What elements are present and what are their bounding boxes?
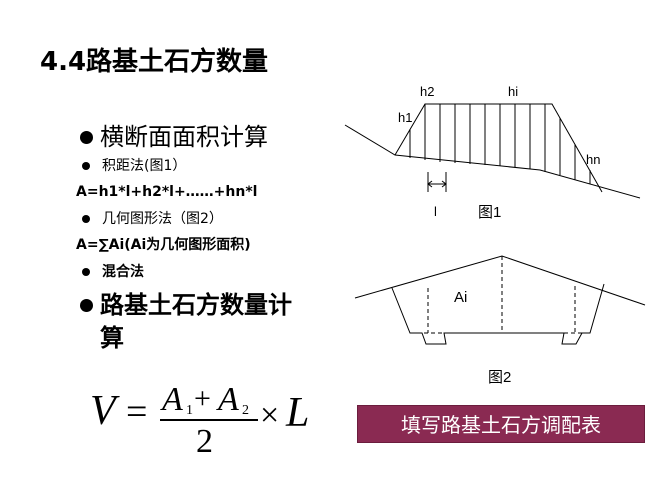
formula-denominator: 2 (196, 423, 213, 460)
bullet-integral-method: 积距法(图1） (102, 158, 187, 174)
bullet-dot (82, 162, 90, 170)
formula-geometric-method: A=∑Ai(Ai为几何图形面积) (76, 237, 251, 253)
formula-a1: A (160, 381, 183, 418)
bullet-earthwork-quantity: 路基土石方数量计 (100, 291, 292, 319)
label-ai: Ai (454, 289, 467, 306)
page-title: 4.4路基土石方数量 (40, 47, 269, 77)
bullet-mixed-method: 混合法 (102, 264, 144, 280)
formula-integral-method: A=h1*l+h2*l+……+hn*l (76, 184, 258, 200)
fill-earthwork-table-button[interactable]: 填写路基土石方调配表 (357, 405, 645, 443)
bullet-cross-section-area: 横断面面积计算 (100, 123, 268, 151)
label-l: l (434, 204, 437, 219)
formula-l: L (285, 390, 309, 436)
formula-times: × (260, 397, 279, 434)
formula-v: V (90, 388, 120, 434)
label-hn: hn (586, 152, 600, 167)
bullet-geometric-method: 几何图形法（图2） (102, 211, 223, 227)
formula-equals: = (126, 391, 147, 433)
formula-sub2: 2 (242, 403, 249, 418)
figure2-diagram: Ai 图2 (354, 255, 646, 386)
formula-sub1: 1 (186, 403, 193, 418)
bullet-dot (82, 268, 90, 276)
label-h1: h1 (398, 110, 412, 125)
figure1-caption: 图1 (478, 204, 501, 221)
figure2-caption: 图2 (488, 369, 511, 386)
formula-plus: + (194, 382, 211, 415)
bullet-dot (80, 299, 93, 312)
volume-formula: V = A 1 + A 2 2 × L (90, 381, 309, 460)
bullet-dot (80, 131, 93, 144)
label-hi: hi (508, 84, 518, 99)
label-h2: h2 (420, 84, 434, 99)
bullet-earthwork-quantity-cont: 算 (100, 324, 124, 352)
bullet-dot (82, 215, 90, 223)
formula-a2: A (216, 381, 239, 418)
figure1-diagram: h1 h2 hi hn l 图1 (344, 84, 641, 221)
